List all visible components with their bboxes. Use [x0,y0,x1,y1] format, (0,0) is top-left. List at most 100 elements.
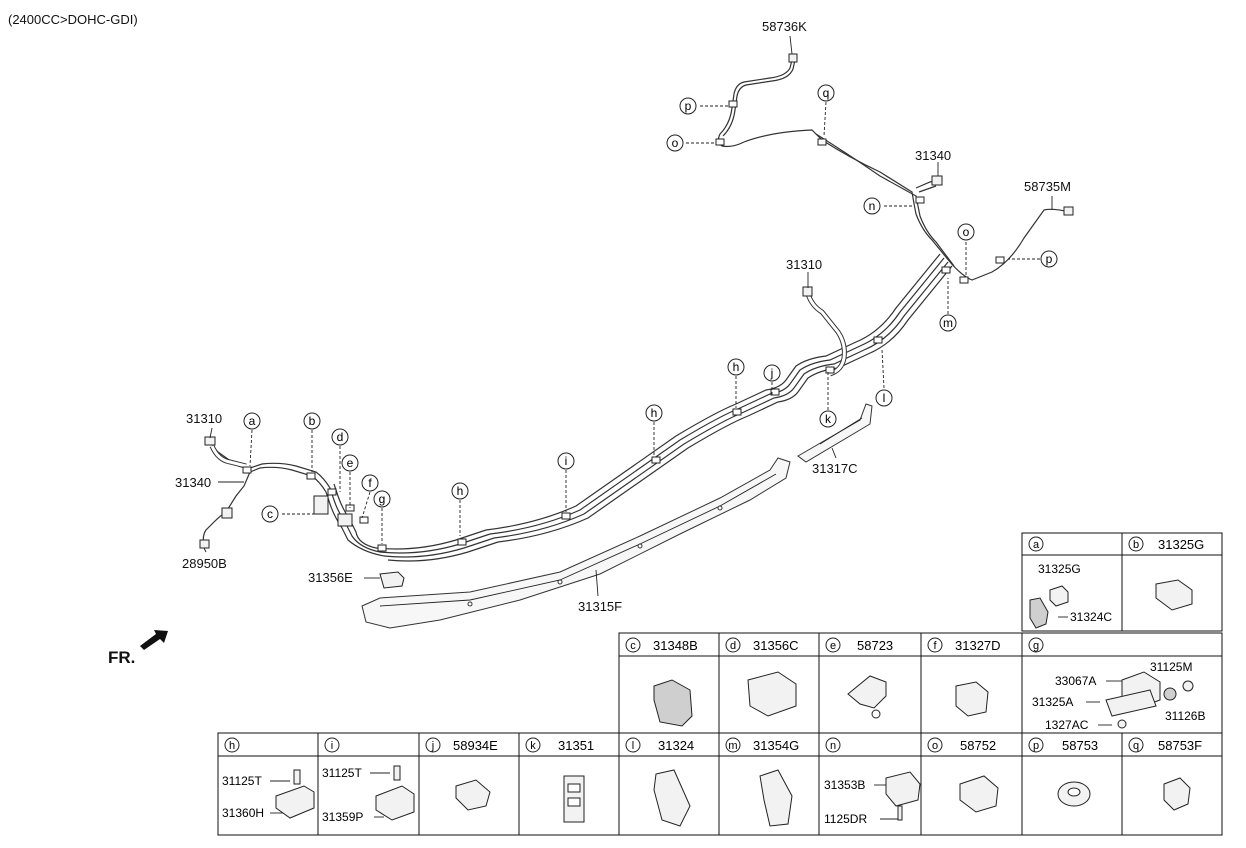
front-arrow-icon: FR. [108,630,168,667]
svg-text:i: i [565,454,568,468]
svg-text:33067A: 33067A [1055,674,1096,688]
svg-text:f: f [368,476,372,490]
legend-part-illustrations [275,579,1194,827]
engine-note: (2400CC>DOHC-GDI) [8,12,138,27]
callout-o-top: o [666,134,684,152]
svg-text:h: h [229,740,235,752]
svg-text:k: k [825,412,832,426]
svg-text:e: e [830,640,836,652]
callout-o-right: o [957,223,975,241]
svg-text:o: o [963,225,970,239]
callout-b: b [303,412,321,430]
svg-text:o: o [672,136,679,150]
svg-text:58934E: 58934E [453,738,498,753]
svg-text:f: f [933,640,937,652]
svg-text:n: n [869,199,876,213]
svg-text:31324C: 31324C [1070,610,1112,624]
callout-f: f [361,474,379,492]
rail-31317C [797,403,873,463]
svg-text:d: d [730,640,736,652]
svg-text:h: h [733,360,740,374]
callout-d: d [331,428,349,446]
label-31356E: 31356E [308,570,353,585]
callout-q: q [817,84,835,102]
svg-text:58752: 58752 [960,738,996,753]
svg-text:31125M: 31125M [1150,660,1192,674]
callout-h-3: h [451,482,469,500]
label-31317C: 31317C [812,461,858,476]
leader-lines [203,35,1053,597]
svg-text:31353B: 31353B [824,778,865,792]
svg-text:l: l [883,391,886,405]
svg-text:p: p [685,99,692,113]
callout-p-top: p [679,97,697,115]
svg-text:j: j [770,366,774,380]
label-31340-left: 31340 [175,475,211,490]
svg-text:31348B: 31348B [653,638,698,653]
svg-text:31125T: 31125T [222,774,262,788]
svg-text:h: h [457,484,464,498]
svg-text:31324: 31324 [658,738,694,753]
callout-m: m [939,314,957,332]
svg-text:31327D: 31327D [955,638,1001,653]
svg-text:d: d [337,430,344,444]
svg-text:1125DR: 1125DR [824,812,867,826]
callout-h-1: h [727,358,745,376]
label-58736K: 58736K [762,19,807,34]
label-31315F: 31315F [578,599,622,614]
label-31310-mid: 31310 [786,257,822,272]
svg-text:a: a [249,414,256,428]
underbody-rail-31315F [361,457,791,629]
svg-text:h: h [651,406,658,420]
svg-text:e: e [347,456,354,470]
callout-k: k [819,410,837,428]
svg-text:p: p [1033,740,1039,752]
svg-text:a: a [1033,539,1040,551]
front-label: FR. [108,648,135,667]
svg-text:c: c [630,640,636,652]
callout-i: i [557,452,575,470]
callouts: p o q n o p m l k j h h i h a b c d e f … [243,84,1058,523]
svg-text:31125T: 31125T [322,766,362,780]
svg-text:31351: 31351 [558,738,594,753]
rear-fuel-lines [715,53,1074,284]
svg-text:31325A: 31325A [1032,695,1073,709]
legend-sublabels: 31325G 31324C 33067A 31125M 31325A 31126… [222,562,1205,826]
svg-text:i: i [331,740,333,752]
svg-text:l: l [632,740,634,752]
svg-text:p: p [1046,252,1053,266]
label-58735M: 58735M [1024,179,1071,194]
svg-text:o: o [932,740,938,752]
main-fuel-line-bundle [375,253,953,562]
svg-text:31356C: 31356C [753,638,799,653]
label-31340-top: 31340 [915,148,951,163]
svg-text:31360H: 31360H [222,806,264,820]
callout-a: a [243,412,261,430]
svg-text:c: c [267,507,273,521]
callout-j: j [763,364,781,382]
callout-c: c [261,505,279,523]
callout-g: g [373,490,391,508]
callout-h-2: h [645,404,663,422]
svg-text:g: g [379,492,386,506]
svg-text:31126B: 31126B [1165,709,1205,723]
callout-n: n [863,197,881,215]
svg-text:58753: 58753 [1062,738,1098,753]
callout-l: l [875,389,893,407]
front-fuel-lines [199,436,387,557]
svg-text:m: m [728,740,737,752]
svg-text:k: k [530,740,536,752]
callout-p-right: p [1040,250,1058,268]
legend-headers: a b 31325G c 31348B d 31356C e 58723 f 3… [224,536,1204,753]
svg-text:31325G: 31325G [1158,537,1204,552]
svg-text:q: q [823,86,830,100]
label-28950B: 28950B [182,556,227,571]
svg-text:1327AC: 1327AC [1045,718,1089,732]
svg-text:31359P: 31359P [322,810,363,824]
svg-text:58723: 58723 [857,638,893,653]
cover-31356E [379,571,405,589]
svg-text:b: b [309,414,316,428]
svg-text:j: j [431,740,434,752]
svg-text:g: g [1033,640,1039,652]
